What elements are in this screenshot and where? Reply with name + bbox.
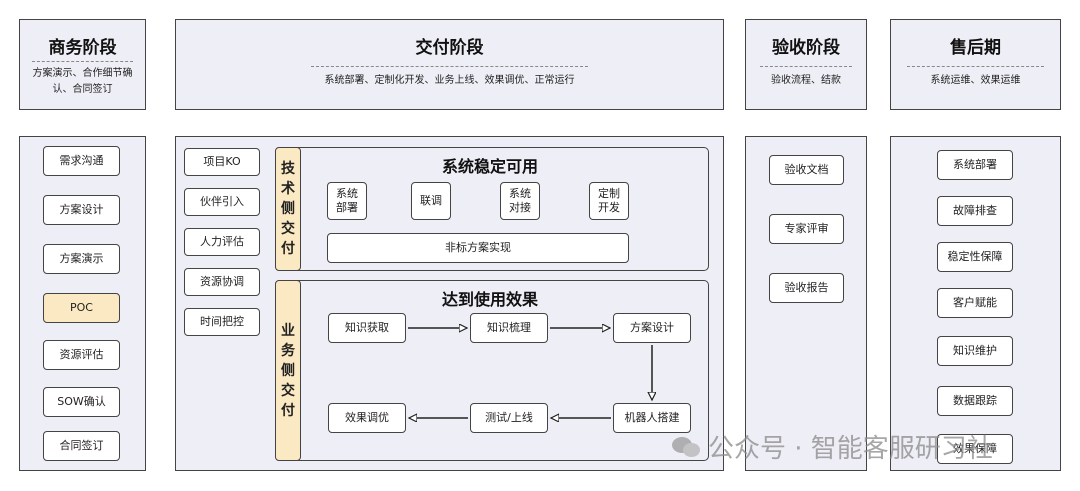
biz-side-title: 达到使用效果 bbox=[441, 290, 538, 309]
biz-side-label: 业务侧交付 bbox=[275, 280, 301, 461]
acceptance-item: 验收文档 bbox=[769, 155, 844, 185]
biz-flow-step: 测试/上线 bbox=[470, 403, 548, 433]
tech-item: 定制开发 bbox=[589, 182, 629, 220]
aftersales-item: 故障排查 bbox=[937, 196, 1013, 226]
phase-divider bbox=[32, 61, 133, 62]
tech-side-label: 技术侧交付 bbox=[275, 147, 301, 271]
phase-header-acceptance: 验收阶段 验收流程、结款 bbox=[745, 19, 867, 110]
phase-divider bbox=[907, 66, 1044, 67]
aftersales-item: 系统部署 bbox=[937, 150, 1013, 180]
acceptance-item: 验收报告 bbox=[769, 273, 844, 303]
biz-flow-step: 知识获取 bbox=[328, 313, 406, 343]
aftersales-item: 知识维护 bbox=[937, 336, 1013, 366]
biz-flow-step: 方案设计 bbox=[613, 313, 691, 343]
phase-title-business: 商务阶段 bbox=[48, 38, 117, 58]
biz-flow-step: 效果调优 bbox=[328, 403, 406, 433]
watermark: 公众号 · 智能客服研习社 bbox=[672, 428, 993, 465]
delivery-mgmt-item: 人力评估 bbox=[184, 228, 260, 256]
phase-divider bbox=[760, 66, 852, 67]
acceptance-column bbox=[745, 136, 867, 471]
business-item-poc: POC bbox=[43, 293, 120, 323]
aftersales-item: 数据跟踪 bbox=[937, 386, 1013, 416]
delivery-mgmt-item: 项目KO bbox=[184, 148, 260, 176]
business-item: 需求沟通 bbox=[43, 146, 120, 176]
phase-desc-acceptance: 验收流程、结款 bbox=[771, 75, 841, 86]
watermark-text: 公众号 · 智能客服研习社 bbox=[708, 434, 993, 464]
aftersales-item: 效果保障 bbox=[937, 434, 1013, 464]
phase-title-acceptance: 验收阶段 bbox=[772, 38, 840, 58]
tech-side-title: 系统稳定可用 bbox=[441, 157, 538, 176]
tech-item: 联调 bbox=[411, 182, 451, 220]
biz-flow-step: 机器人搭建 bbox=[613, 403, 691, 433]
wechat-icon bbox=[672, 435, 702, 459]
phase-desc-business: 方案演示、合作细节确认、合同签订 bbox=[32, 68, 133, 95]
tech-wide-item: 非标方案实现 bbox=[327, 233, 629, 263]
phase-header-delivery: 交付阶段 系统部署、定制化开发、业务上线、效果调优、正常运行 bbox=[175, 19, 724, 110]
phase-header-business: 商务阶段 方案演示、合作细节确认、合同签订 bbox=[19, 19, 146, 110]
business-item: 合同签订 bbox=[43, 431, 120, 461]
tech-item: 系统对接 bbox=[500, 182, 540, 220]
aftersales-item: 客户赋能 bbox=[937, 288, 1013, 318]
tech-item: 系统部署 bbox=[327, 182, 367, 220]
business-item: 资源评估 bbox=[43, 340, 120, 370]
business-item: 方案演示 bbox=[43, 244, 120, 274]
phase-desc-delivery: 系统部署、定制化开发、业务上线、效果调优、正常运行 bbox=[324, 75, 575, 86]
phase-divider bbox=[311, 66, 588, 67]
business-item: 方案设计 bbox=[43, 195, 120, 225]
phase-title-aftersales: 售后期 bbox=[950, 38, 1001, 58]
phase-title-delivery: 交付阶段 bbox=[415, 38, 484, 58]
delivery-mgmt-item: 资源协调 bbox=[184, 268, 260, 296]
aftersales-item: 稳定性保障 bbox=[937, 242, 1013, 272]
biz-flow-step: 知识梳理 bbox=[470, 313, 548, 343]
business-item: SOW确认 bbox=[43, 387, 120, 417]
delivery-mgmt-item: 时间把控 bbox=[184, 308, 260, 336]
phase-header-aftersales: 售后期 系统运维、效果运维 bbox=[890, 19, 1061, 110]
delivery-mgmt-item: 伙伴引入 bbox=[184, 188, 260, 216]
acceptance-item: 专家评审 bbox=[769, 214, 844, 244]
phase-desc-aftersales: 系统运维、效果运维 bbox=[930, 75, 1021, 86]
